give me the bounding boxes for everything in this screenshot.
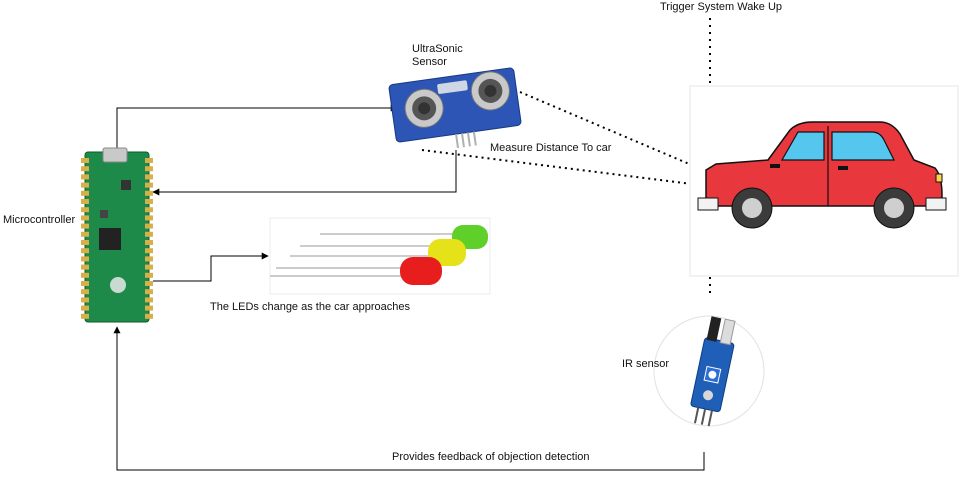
microcontroller-label: Microcontroller <box>3 214 76 227</box>
header-pin <box>81 223 89 229</box>
header-pin <box>145 215 153 221</box>
ultrasonic-label-line1: UltraSonic <box>412 43 463 55</box>
header-pin <box>145 305 153 311</box>
measure-beam-upper <box>519 91 709 173</box>
header-pin <box>145 223 153 229</box>
header-pin <box>81 158 89 163</box>
header-pin <box>81 215 89 221</box>
header-pin <box>145 248 153 254</box>
ultrasonic-sensor-module <box>388 67 522 149</box>
ultrasonic-to-mcu-line <box>152 150 457 196</box>
header-pin <box>81 182 89 188</box>
header-pin <box>81 240 89 245</box>
header-pin <box>81 190 89 196</box>
header-pin <box>145 231 153 237</box>
header-pin <box>145 182 153 188</box>
header-pin <box>145 281 153 286</box>
measure-beam-lower <box>421 149 709 187</box>
red-car <box>689 85 959 277</box>
header-pin <box>145 289 153 295</box>
leds-label: The LEDs change as the car approaches <box>210 301 410 314</box>
header-pin <box>81 166 89 172</box>
header-pin <box>81 248 89 254</box>
header-pin <box>145 166 153 172</box>
header-pin <box>145 313 153 319</box>
header-pin <box>145 158 153 163</box>
ultrasonic-label-line2: Sensor <box>412 56 447 68</box>
header-pin <box>81 281 89 286</box>
header-pin <box>81 199 89 204</box>
feedback-label: Provides feedback of objection detection <box>392 451 590 464</box>
header-pin <box>81 289 89 295</box>
header-pin <box>145 190 153 196</box>
led-yellow <box>428 239 466 266</box>
header-pin <box>81 272 89 278</box>
raspberry-pi-pico-board <box>81 147 153 323</box>
mcu-to-ultrasonic-line <box>116 104 398 150</box>
led-bundle <box>269 217 491 295</box>
header-pin <box>145 174 153 180</box>
mcu-to-leds-line <box>153 252 269 282</box>
header-pin <box>145 297 153 303</box>
ir-to-mcu-line <box>113 326 705 471</box>
ir-sensor-label: IR sensor <box>622 358 670 370</box>
header-pin <box>81 264 89 270</box>
header-pin <box>81 305 89 311</box>
header-pin <box>145 256 153 262</box>
measure-distance-label: Measure Distance To car <box>490 142 612 155</box>
header-pin <box>145 272 153 278</box>
header-pin <box>145 264 153 270</box>
header-pin <box>81 313 89 319</box>
trigger-label: Trigger System Wake Up <box>660 1 783 14</box>
header-pin <box>81 231 89 237</box>
ir-sensor-module <box>653 315 765 427</box>
header-pin <box>145 240 153 245</box>
header-pin <box>81 174 89 180</box>
header-pin <box>145 199 153 204</box>
led-red <box>400 257 442 285</box>
header-pin <box>81 256 89 262</box>
header-pin <box>145 207 153 213</box>
header-pin <box>81 297 89 303</box>
header-pin <box>81 207 89 213</box>
